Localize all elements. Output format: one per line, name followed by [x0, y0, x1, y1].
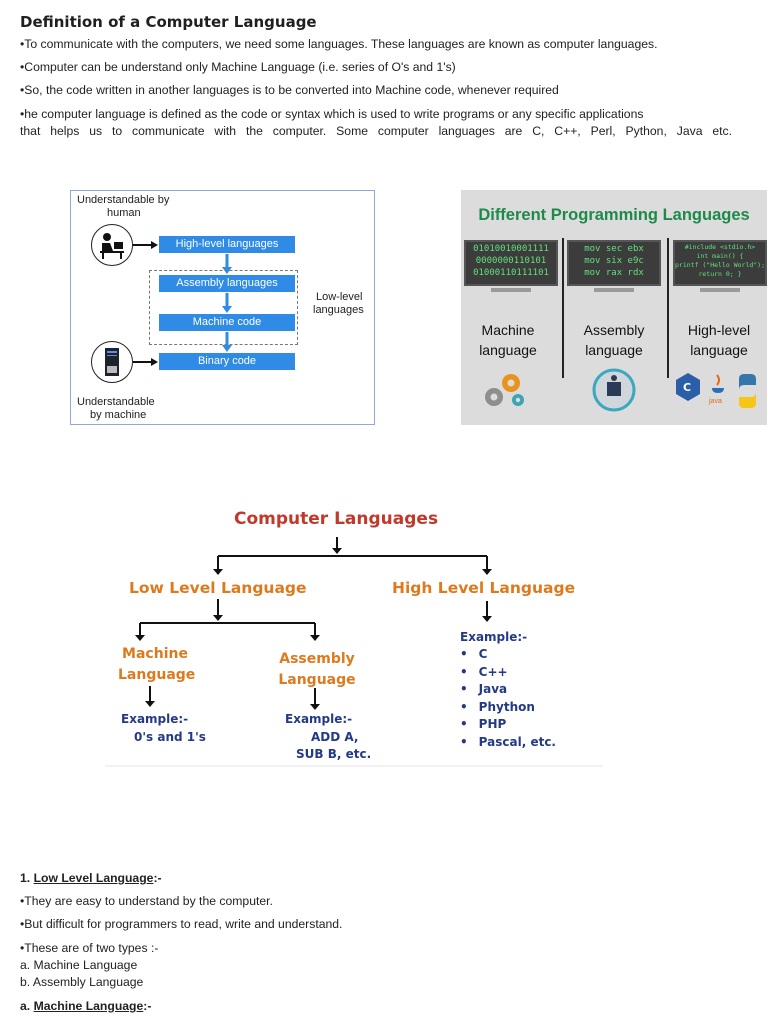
heading-text: Low Level Language: [33, 871, 154, 885]
screen-line: printf ("Hello World");: [675, 261, 766, 269]
paragraph-4b: that helps us to communicate with the co…: [20, 124, 732, 138]
high-level-code-screen: #include <stdio.h> int main() { printf (…: [673, 240, 767, 286]
monitor-stand: [491, 288, 531, 292]
screen-line: #include <stdio.h>: [684, 243, 756, 251]
machine-language-node: Machine Language: [118, 644, 196, 686]
label-machine-language: Machine language: [458, 320, 558, 360]
node-line: Language: [118, 667, 196, 683]
column-divider: [667, 238, 669, 378]
screen-line: 01000110111101: [473, 268, 549, 278]
c-plus-plus-logo-icon: C: [676, 373, 700, 401]
assembly-code-screen: mov sec ebx mov six e9c mov rax rdx: [567, 240, 661, 286]
language-hierarchy-diagram: Understandable by human High-level: [70, 190, 375, 425]
low-level-group: [149, 270, 298, 345]
heading-suffix: :-: [153, 871, 162, 885]
low-level-point-1: •They are easy to understand by the comp…: [20, 894, 273, 908]
label-assembly-language: Assembly language: [564, 320, 664, 360]
human-machine-icon: [592, 368, 636, 412]
paragraph-2: •Computer can be understand only Machine…: [20, 60, 456, 74]
screen-line: return 0; }: [698, 270, 742, 278]
box-binary-code: Binary code: [159, 353, 295, 370]
infographic-title: Different Programming Languages: [478, 206, 750, 224]
assembly-example-label: Example:-: [285, 712, 353, 726]
screen-line: mov rax rdx: [584, 268, 644, 278]
node-line: Assembly: [279, 651, 355, 667]
node-line: Language: [278, 672, 356, 688]
box-high-level: High-level languages: [159, 236, 295, 253]
list-item: C: [460, 646, 556, 664]
label-high-level-language: High-level language: [669, 320, 768, 360]
gears-icon: [485, 374, 524, 406]
machine-label-line1: Understandable: [77, 396, 155, 408]
low-level-label-line1: Low-level: [316, 291, 363, 303]
svg-text:C: C: [683, 381, 691, 394]
screen-line: 0000000110101: [475, 256, 547, 266]
java-logo-text: java: [709, 398, 722, 405]
low-level-node: Low Level Language: [129, 579, 307, 597]
label-line: Assembly: [583, 322, 645, 338]
column-divider: [562, 238, 564, 378]
low-level-point-3: •These are of two types :-: [20, 941, 159, 955]
label-line: language: [690, 342, 748, 358]
label-line: language: [585, 342, 643, 358]
paragraph-1: •To communicate with the computers, we n…: [20, 37, 658, 51]
paragraph-3: •So, the code written in another languag…: [20, 83, 559, 97]
human-label-line2: human: [107, 207, 141, 219]
screen-line: int main() {: [696, 252, 744, 260]
screen-line: mov sec ebx: [584, 244, 644, 254]
machine-example-label: Example:-: [121, 712, 189, 726]
screen-line: mov six e9c: [584, 256, 644, 266]
list-item: Java: [460, 681, 556, 699]
box-machine-code: Machine code: [159, 314, 295, 331]
human-label-line1: Understandable by: [77, 194, 170, 206]
low-level-type-a: a. Machine Language: [20, 958, 138, 972]
paragraph-4a: •he computer language is defined as the …: [20, 107, 644, 121]
label-line: High-level: [687, 322, 751, 338]
low-level-heading: 1. Low Level Language:-: [20, 871, 162, 885]
assembly-example-line2: SUB B, etc.: [296, 747, 372, 761]
high-examples-list: C C++ Java Phython PHP Pascal, etc.: [460, 646, 556, 751]
high-level-node: High Level Language: [392, 579, 576, 597]
heading-suffix: :-: [143, 999, 152, 1013]
list-item: Pascal, etc.: [460, 734, 556, 752]
heading-number: 1.: [20, 871, 34, 885]
list-item: Phython: [460, 699, 556, 717]
low-level-type-b: b. Assembly Language: [20, 975, 144, 989]
list-item: PHP: [460, 716, 556, 734]
machine-language-heading: a. Machine Language:-: [20, 999, 151, 1013]
programming-languages-infographic: Different Programming Languages 01010010…: [461, 190, 767, 425]
machine-label-line2: by machine: [90, 409, 147, 421]
monitor-stand: [594, 288, 634, 292]
monitor-stand: [700, 288, 740, 292]
machine-example-value: 0's and 1's: [134, 730, 206, 744]
label-line: Machine: [481, 322, 535, 338]
screen-line: 01010010001111: [473, 244, 549, 254]
human-computer-icon: [91, 224, 133, 266]
label-line: language: [479, 342, 537, 358]
node-line: Machine: [122, 646, 188, 662]
tree-title: Computer Languages: [234, 509, 439, 529]
python-logo-icon: [739, 374, 756, 408]
list-item: C++: [460, 664, 556, 682]
low-level-label-line2: languages: [313, 304, 364, 316]
server-tower-icon: [91, 341, 133, 383]
box-assembly: Assembly languages: [159, 275, 295, 292]
java-logo-icon: [712, 374, 724, 393]
page-title: Definition of a Computer Language: [20, 13, 317, 31]
high-example-label: Example:-: [460, 630, 528, 644]
low-level-point-2: •But difficult for programmers to read, …: [20, 917, 343, 931]
computer-languages-tree: Computer Languages Low Level Language Hi…: [105, 495, 605, 770]
heading-text: Machine Language: [33, 999, 144, 1013]
heading-number: a.: [20, 999, 34, 1013]
assembly-language-node: Assembly Language: [277, 649, 357, 691]
machine-code-screen: 01010010001111 0000000110101 01000110111…: [464, 240, 558, 286]
assembly-example-line1: ADD A,: [311, 730, 359, 744]
